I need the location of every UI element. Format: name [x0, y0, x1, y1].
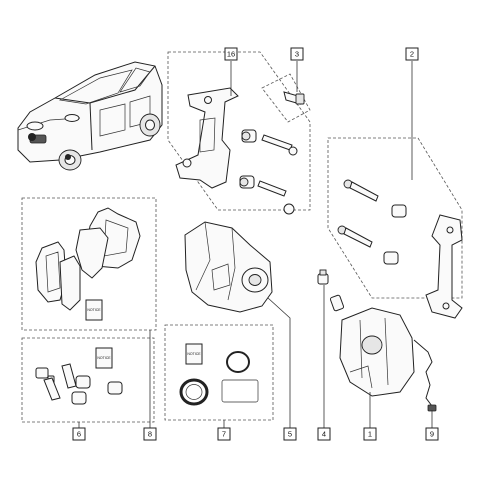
pads-notice-label: NOTICE — [87, 308, 101, 312]
front-brake-highlight — [28, 133, 36, 141]
svg-text:16: 16 — [227, 50, 235, 59]
seal-instruction-sheet — [185, 343, 203, 365]
callout-1: 1 — [363, 427, 377, 441]
bleed-screw-part-4 — [317, 269, 329, 285]
svg-text:6: 6 — [77, 430, 81, 439]
leader-lines — [78, 61, 433, 428]
svg-text:2: 2 — [410, 50, 414, 59]
callout-7: 7 — [217, 427, 231, 441]
svg-text:3: 3 — [295, 50, 299, 59]
callout-8: 8 — [143, 427, 157, 441]
group-1-caliper-assembly — [329, 294, 415, 397]
group-3-bolt — [261, 73, 311, 123]
group-8-brake-pad-set: NOTICE — [21, 197, 157, 331]
callout-16: 16 — [224, 47, 238, 61]
grease-sachet — [221, 379, 259, 403]
wear-sensor-cable-part-9 — [413, 339, 437, 412]
callout-9: 9 — [425, 427, 439, 441]
car-illustration — [17, 61, 163, 171]
group-6-guide-pin-kit: NOTICE — [21, 337, 155, 423]
group-16-carrier-kit — [167, 51, 311, 215]
pins-notice-label: NOTICE — [97, 356, 111, 360]
svg-text:9: 9 — [430, 430, 434, 439]
svg-text:1: 1 — [368, 430, 372, 439]
group-7-seal-kit: NOTICE — [164, 324, 274, 421]
svg-text:8: 8 — [148, 430, 152, 439]
seal-notice-label: NOTICE — [187, 352, 201, 356]
svg-text:7: 7 — [222, 430, 226, 439]
pins-instruction-sheet — [95, 347, 113, 369]
callout-5: 5 — [283, 427, 297, 441]
pads-instruction-sheet — [85, 299, 103, 321]
svg-text:4: 4 — [322, 430, 326, 439]
svg-text:5: 5 — [288, 430, 292, 439]
callout-3: 3 — [290, 47, 304, 61]
group-5-caliper-housing — [184, 221, 273, 313]
callout-6: 6 — [72, 427, 86, 441]
callout-4: 4 — [317, 427, 331, 441]
group-2-bracket-kit — [327, 137, 463, 319]
callout-2: 2 — [405, 47, 419, 61]
